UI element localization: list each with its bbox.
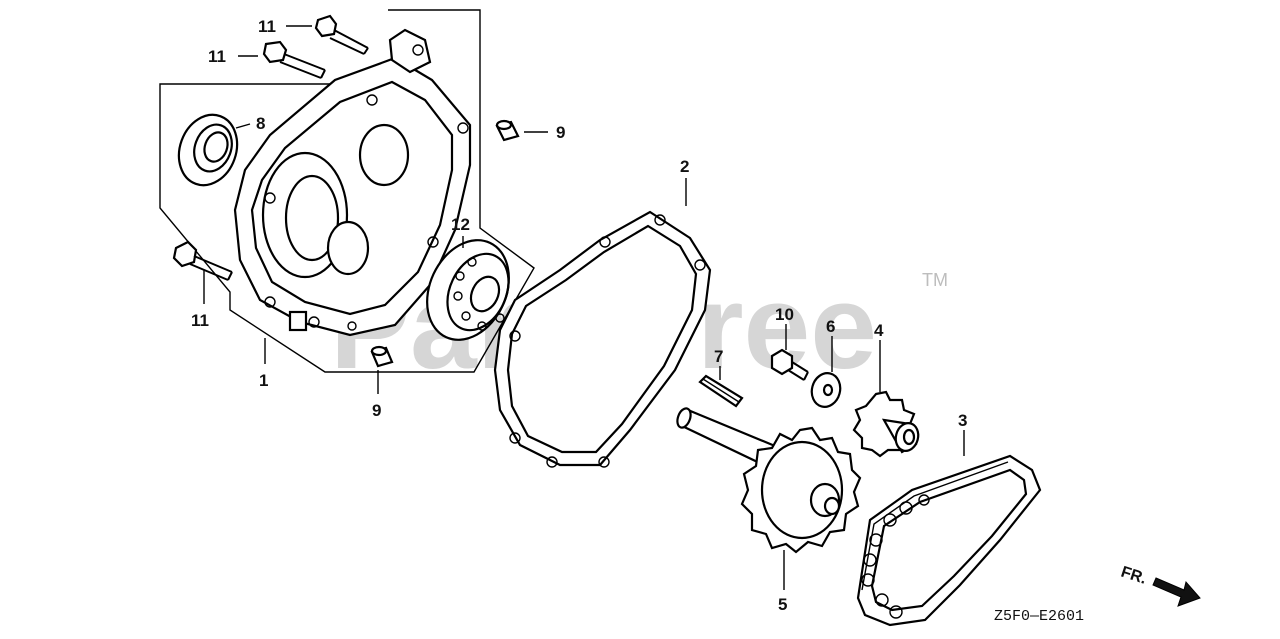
callout-3: 3 [958,411,967,430]
dowel-pin-9-upper[interactable] [495,119,520,142]
flange-bolt-11-lower[interactable] [172,240,233,281]
roller-chain-3[interactable] [856,454,1042,627]
housing-bore-lower [326,220,370,276]
housing-bore-upper [358,123,410,187]
dowel-pin-9-lower[interactable] [370,345,394,368]
sprocket-boss [894,422,920,452]
gear-case-housing[interactable] [159,9,535,373]
housing-inner-rim [250,80,454,316]
callout-10: 10 [775,305,794,324]
callout-4: 4 [874,321,884,340]
group-bracket-outline [159,9,535,373]
callout-7: 7 [714,347,723,366]
flange-bolt-11-top[interactable] [314,14,369,55]
front-arrow-icon [1152,577,1201,607]
callout-2: 2 [680,157,689,176]
woodruff-key-7[interactable] [698,374,744,408]
housing-ear-top [388,28,432,74]
callout-9-upper: 9 [556,123,565,142]
direction-label: FR. [1119,564,1149,588]
watermark-trademark: TM [922,270,948,290]
callout-1: 1 [259,371,268,390]
washer-6[interactable] [808,370,844,410]
diagram-code: Z5F0—E2601 [994,608,1084,625]
callout-11-middle: 11 [208,47,226,66]
callout-5: 5 [778,595,787,614]
callout-8: 8 [256,114,265,133]
leader-lines [203,25,965,590]
front-direction-indicator: FR. [1119,564,1201,607]
callout-11-lower: 11 [191,311,209,330]
callout-9-lower: 9 [372,401,381,420]
gasket-2[interactable] [493,210,712,468]
callout-11-top: 11 [258,17,276,36]
oil-seal-8[interactable] [169,107,246,194]
callout-6: 6 [826,317,835,336]
drive-sprocket-shaft-5[interactable] [675,407,862,554]
ball-bearing-12[interactable] [412,227,525,353]
callout-12: 12 [451,215,470,234]
driven-sprocket-4[interactable] [852,390,921,458]
flange-bolt-10[interactable] [770,348,809,381]
flange-bolt-11-middle[interactable] [262,40,326,79]
